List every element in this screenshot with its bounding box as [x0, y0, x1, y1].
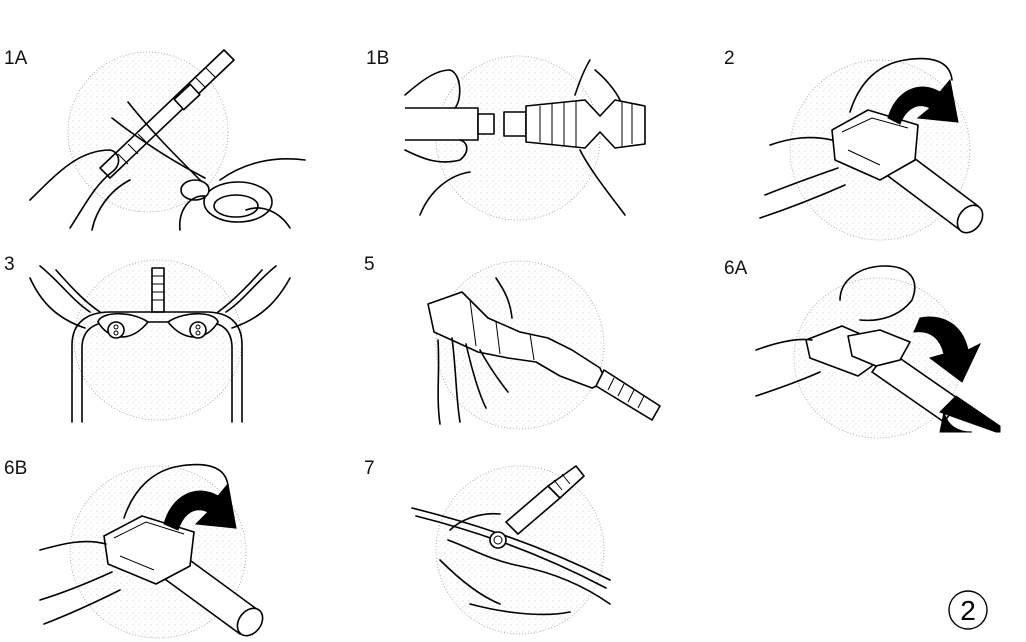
open-sensor-clip-illustration: [760, 59, 988, 240]
panel-step-1a: 1A: [4, 48, 305, 230]
panel-step-2: 2: [724, 48, 988, 240]
close-sensor-clip-illustration: [756, 266, 1000, 438]
panel-step-5: 5: [364, 254, 660, 429]
panel-step-6a: 6A: [724, 258, 1000, 438]
panel-step-6b: 6B: [4, 458, 268, 641]
step-label: 1A: [4, 48, 28, 69]
reopen-sensor-clip-illustration: [40, 465, 268, 641]
sensor-applied-illustration: [412, 466, 610, 634]
step-label: 2: [724, 48, 735, 69]
panel-step-1b: 1B: [366, 48, 645, 220]
panel-step-7: 7: [364, 458, 610, 634]
panel-step-3: 3: [4, 254, 290, 422]
step-label: 5: [364, 254, 375, 275]
step-label: 1B: [366, 48, 389, 69]
scissors-cutting-cable-illustration: [30, 50, 305, 230]
hand-holding-connector-illustration: [428, 261, 660, 429]
step-label: 3: [4, 254, 15, 275]
step-label: 6A: [724, 258, 748, 279]
sensor-wrap-illustration: [30, 260, 290, 422]
step-label: 7: [364, 458, 375, 479]
page-marker-number: 2: [960, 595, 976, 626]
step-label: 6B: [4, 458, 27, 479]
connector-pull-apart-illustration: [405, 56, 645, 220]
page-marker: 2: [949, 591, 987, 629]
